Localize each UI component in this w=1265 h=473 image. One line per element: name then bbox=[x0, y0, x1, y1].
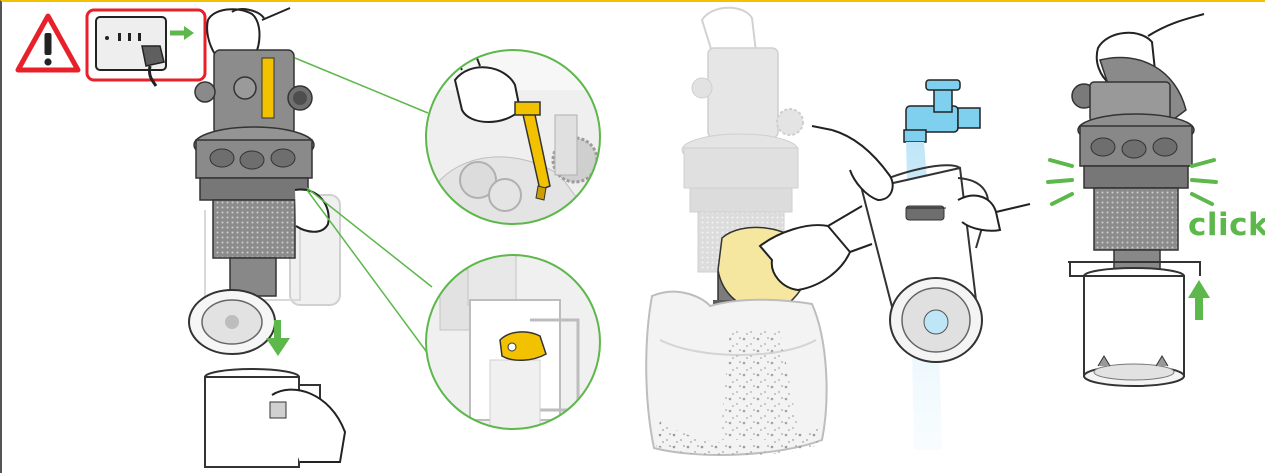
step-reattach-bin bbox=[1048, 14, 1216, 386]
warning-triangle-icon bbox=[18, 16, 78, 70]
zoom-catch-top-icon bbox=[426, 40, 606, 230]
click-label: click bbox=[1188, 207, 1265, 243]
step-wash-bin bbox=[812, 80, 1030, 450]
arrow-up-icon bbox=[1188, 280, 1210, 320]
brush-icon bbox=[906, 206, 946, 220]
step-empty-bin bbox=[646, 8, 872, 457]
tap-icon bbox=[904, 80, 980, 142]
unplug-socket-icon bbox=[87, 10, 205, 86]
zoom-catch-bottom-icon bbox=[426, 255, 606, 435]
release-catch-icon bbox=[262, 58, 274, 118]
step-detach-bin bbox=[189, 8, 345, 467]
